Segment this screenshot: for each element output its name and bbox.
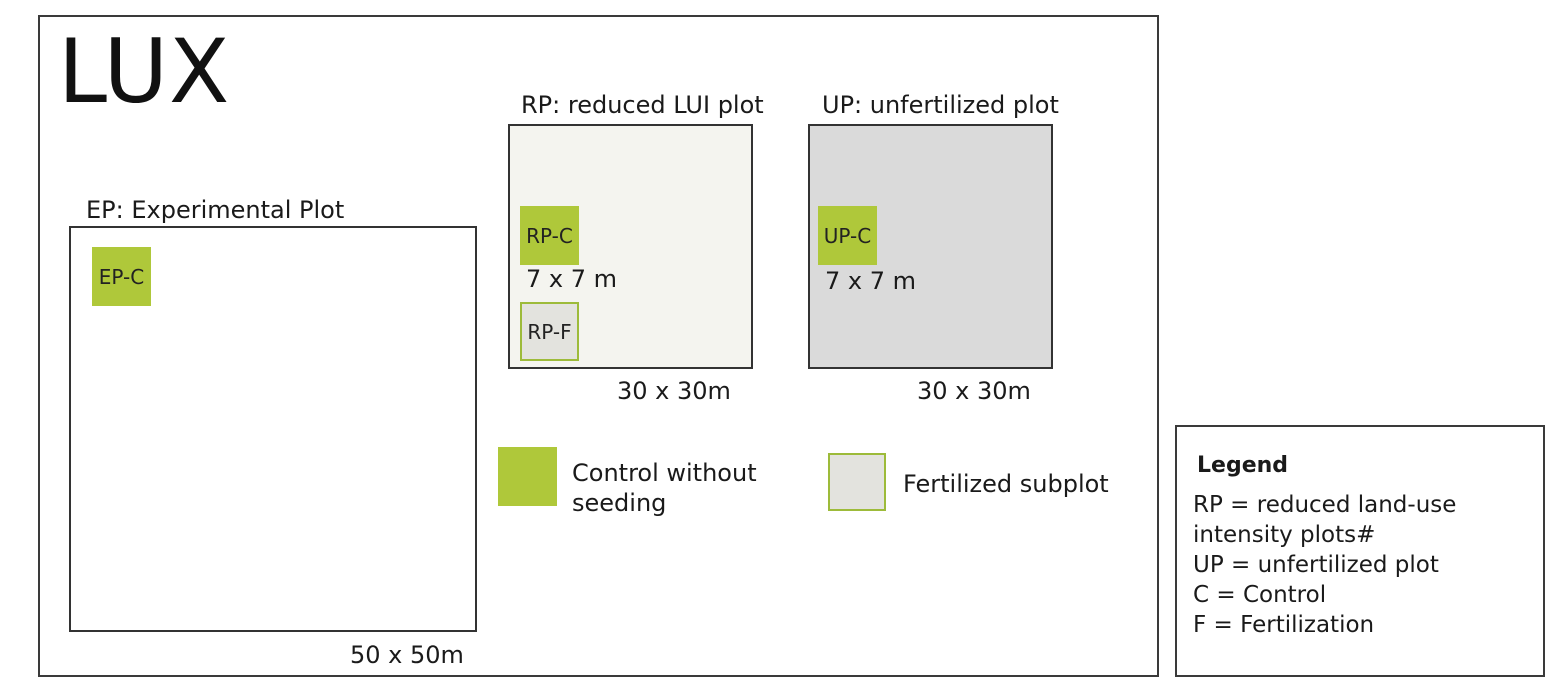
rp-fertilized-subplot-label: RP-F [527, 319, 572, 344]
site-label: LUX [58, 20, 231, 123]
legend-title: Legend [1197, 453, 1289, 478]
legend-line-up: UP = unfertilized plot [1193, 552, 1439, 578]
ep-control-subplot: EP-C [92, 247, 151, 306]
legend-box: Legend RP = reduced land-use intensity p… [1175, 425, 1545, 677]
legend-line-rp: RP = reduced land-use [1193, 492, 1457, 518]
rp-fertilized-subplot: RP-F [520, 302, 579, 361]
rp-control-subplot-label: RP-C [526, 223, 573, 248]
legend-line-f: F = Fertilization [1193, 612, 1375, 638]
ep-title: EP: Experimental Plot [86, 196, 345, 224]
up-plot: UP-C 7 x 7 m [808, 124, 1053, 369]
up-subplot-size: 7 x 7 m [825, 267, 917, 295]
ep-plot: EP-C [69, 226, 477, 632]
fertilized-key-label: Fertilized subplot [903, 470, 1109, 498]
control-swatch [498, 447, 557, 506]
fertilized-swatch [828, 453, 886, 511]
legend-line-c: C = Control [1193, 582, 1327, 608]
ep-control-subplot-label: EP-C [98, 264, 145, 289]
rp-size: 30 x 30m [617, 377, 731, 405]
rp-title: RP: reduced LUI plot [521, 91, 764, 119]
up-size: 30 x 30m [917, 377, 1031, 405]
up-control-subplot-label: UP-C [823, 223, 872, 248]
up-control-subplot: UP-C [818, 206, 877, 265]
rp-plot: RP-C 7 x 7 m RP-F [508, 124, 753, 369]
rp-subplot-size: 7 x 7 m [526, 265, 618, 293]
rp-control-subplot: RP-C [520, 206, 579, 265]
control-key-line2: seeding [572, 489, 667, 517]
up-title: UP: unfertilized plot [822, 91, 1059, 119]
ep-size: 50 x 50m [350, 641, 464, 669]
control-key-line1: Control without [572, 459, 757, 487]
legend-line-rp-cont: intensity plots# [1193, 522, 1376, 548]
